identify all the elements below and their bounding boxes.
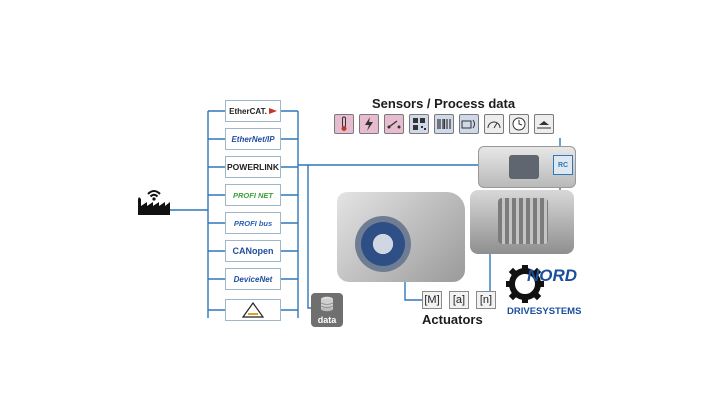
gearbox-housing xyxy=(337,192,465,282)
motor-fins xyxy=(498,198,548,244)
protocol-label: PROFI NET xyxy=(232,190,273,200)
connector-panel xyxy=(509,155,539,179)
actuator-a: [a] xyxy=(449,291,469,309)
gear-wheel xyxy=(355,216,411,272)
switch-icon xyxy=(384,114,404,134)
brand-name: NORD xyxy=(527,266,578,285)
thermometer-icon xyxy=(334,114,354,134)
protocol-canopen: CANopen xyxy=(225,240,281,262)
protocol-label: PROFI bus xyxy=(233,218,273,228)
nord-logo: NORD DRIVESYSTEMS xyxy=(505,264,585,324)
protocol-powerlink: POWERLINK xyxy=(225,156,281,178)
sensor-strip xyxy=(334,114,564,136)
factory-wireless-icon xyxy=(138,190,170,215)
protocol-label: CANopen xyxy=(232,246,274,256)
ethercat-arrow-icon xyxy=(268,108,277,114)
protocol-as-interface xyxy=(225,299,281,321)
qr-code-icon xyxy=(409,114,429,134)
protocol-profibus: PROFI bus xyxy=(225,212,281,234)
lightning-icon xyxy=(359,114,379,134)
protocol-profinet: PROFI NET xyxy=(225,184,281,206)
drive-badge: RC xyxy=(553,155,573,175)
drive-electronics: RC xyxy=(478,146,576,188)
protocol-devicenet: DeviceNet xyxy=(225,268,281,290)
gauge-icon xyxy=(484,114,504,134)
clock-icon xyxy=(509,114,529,134)
motor-body xyxy=(470,190,574,254)
protocol-ethernet-ip: EtherNet/IP xyxy=(225,128,281,150)
actuator-m: [M] xyxy=(422,291,442,309)
protocol-label: POWERLINK xyxy=(227,162,279,172)
barcode-icon xyxy=(434,114,454,134)
protocol-label: EtherCAT. xyxy=(229,106,267,116)
as-interface-logo-icon xyxy=(242,302,264,318)
data-storage-icon: data xyxy=(311,293,343,327)
protocol-label: EtherNet/IP xyxy=(231,134,275,144)
protocol-label: DeviceNet xyxy=(233,274,273,284)
rfid-icon xyxy=(459,114,479,134)
protocol-ethercat: EtherCAT. xyxy=(225,100,281,122)
data-label: data xyxy=(317,315,337,325)
actuators-title: Actuators xyxy=(422,312,483,327)
database-icon xyxy=(320,296,334,312)
brand-subtitle: DRIVESYSTEMS xyxy=(507,306,582,317)
sensors-title: Sensors / Process data xyxy=(372,96,516,111)
nord-gear-icon xyxy=(506,265,544,303)
actuator-n: [n] xyxy=(476,291,496,309)
level-icon xyxy=(534,114,554,134)
